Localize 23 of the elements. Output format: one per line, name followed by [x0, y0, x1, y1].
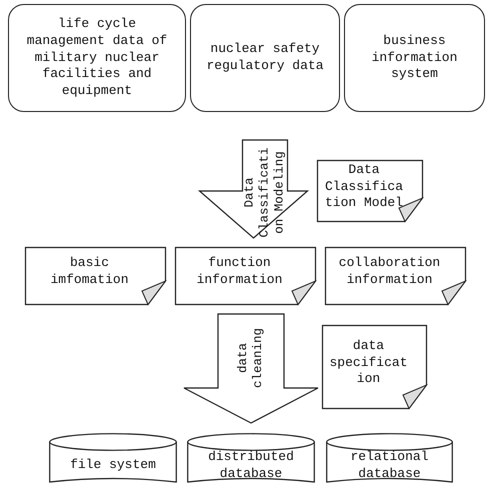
document-shape — [175, 247, 316, 305]
node-label: data specificat ion — [330, 338, 408, 388]
document-shape — [322, 325, 427, 409]
block-arrow — [198, 139, 310, 239]
node-label: file system — [70, 457, 156, 474]
edge-label: data cleaning — [235, 327, 266, 390]
node-label: collaboration information — [338, 255, 442, 289]
block-arrow — [183, 313, 319, 424]
rounded-box — [190, 4, 340, 112]
node-label: relational database — [349, 448, 430, 482]
document-shape — [25, 247, 166, 305]
document-shape — [325, 247, 466, 305]
document-shape — [317, 160, 423, 222]
node-label: Data Classifica tion Model — [325, 162, 404, 212]
rounded-box — [344, 4, 485, 112]
node-label: nuclear safety regulatory data — [205, 41, 325, 75]
edge-label: Data Classificati on Modeling — [246, 146, 284, 240]
node-label: basic imfomation — [49, 255, 130, 289]
node-label: life cycle management data of military nuclear facilities and equipment — [26, 16, 168, 100]
rounded-box — [8, 4, 186, 112]
node-label: business information system — [370, 32, 458, 84]
node-label: function information — [196, 255, 284, 289]
node-label: distributed database — [207, 448, 295, 482]
